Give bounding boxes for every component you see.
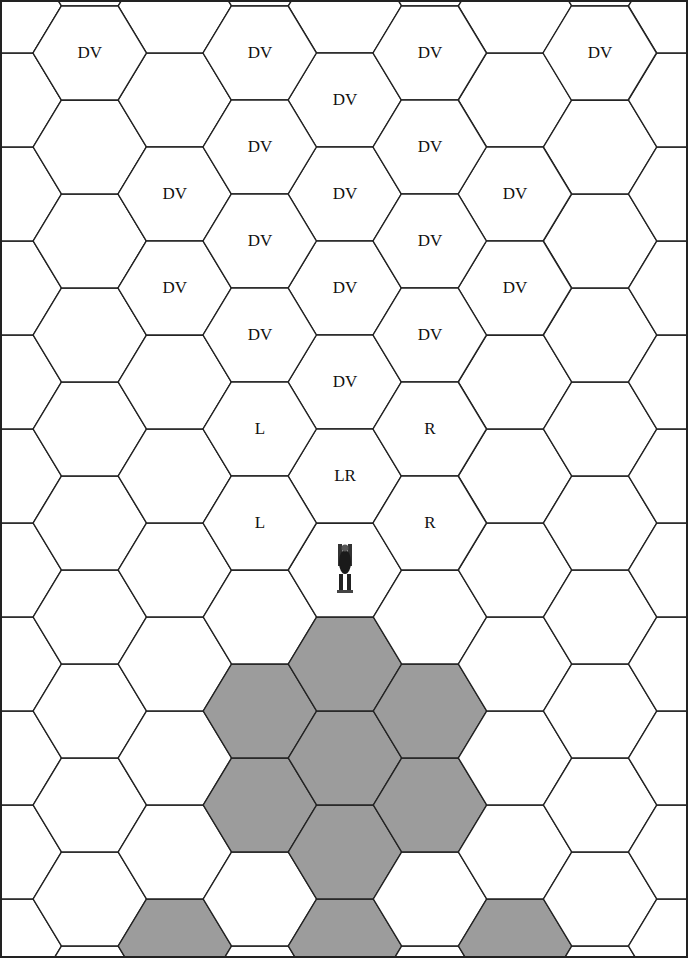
hex-cell [629, 805, 688, 899]
labelled-hex: L [203, 382, 316, 476]
hex-cell [629, 617, 688, 711]
mech-torso [339, 550, 351, 574]
hex-cell [629, 523, 688, 617]
hex-shape [543, 6, 656, 100]
hex-label: DV [203, 194, 316, 288]
hex-shape [373, 6, 486, 100]
mech-figure [337, 544, 353, 593]
hex-shape [203, 288, 316, 382]
labelled-hex: R [373, 476, 486, 570]
mech-leg [347, 574, 351, 592]
hex-label: R [373, 382, 486, 476]
labelled-hex: DV [203, 6, 316, 100]
hex-shape [203, 194, 316, 288]
hex-shape [203, 382, 316, 476]
hex-label: R [373, 476, 486, 570]
labelled-hex: DV [373, 194, 486, 288]
hex-shape [203, 476, 316, 570]
hex-cell [629, 711, 688, 805]
mech-foot [337, 590, 353, 593]
hex-label: DV [543, 6, 656, 100]
labelled-hex: R [373, 382, 486, 476]
labelled-hex: DV [373, 6, 486, 100]
hex-shape [373, 100, 486, 194]
hex-shape [33, 6, 146, 100]
hex-label: DV [373, 194, 486, 288]
labelled-hex: DV [373, 100, 486, 194]
labelled-hex: DV [203, 288, 316, 382]
hex-label: L [203, 382, 316, 476]
mech-head [342, 545, 349, 552]
hex-label: DV [203, 288, 316, 382]
hex-shape [203, 100, 316, 194]
labelled-hex: DV [373, 288, 486, 382]
hex-label: DV [373, 100, 486, 194]
hex-label: DV [203, 100, 316, 194]
labelled-hex: DV [203, 194, 316, 288]
hex-shape [373, 382, 486, 476]
hex-cell [629, 335, 688, 429]
hex-cell [629, 147, 688, 241]
hex-label: DV [33, 6, 146, 100]
hex-cell [629, 241, 688, 335]
hex-shape [203, 6, 316, 100]
hex-shape [373, 194, 486, 288]
labelled-hex: DV [203, 100, 316, 194]
hex-cell [629, 429, 688, 523]
hex-label: DV [373, 6, 486, 100]
mech-leg [339, 574, 343, 592]
labelled-hex: DV [543, 6, 656, 100]
hex-shape [373, 288, 486, 382]
hex-label: DV [203, 6, 316, 100]
hex-label: DV [373, 288, 486, 382]
labelled-hex: DV [33, 6, 146, 100]
labelled-hex: L [203, 476, 316, 570]
hex-cell [629, 899, 688, 958]
hex-label: L [203, 476, 316, 570]
hex-shape [373, 476, 486, 570]
